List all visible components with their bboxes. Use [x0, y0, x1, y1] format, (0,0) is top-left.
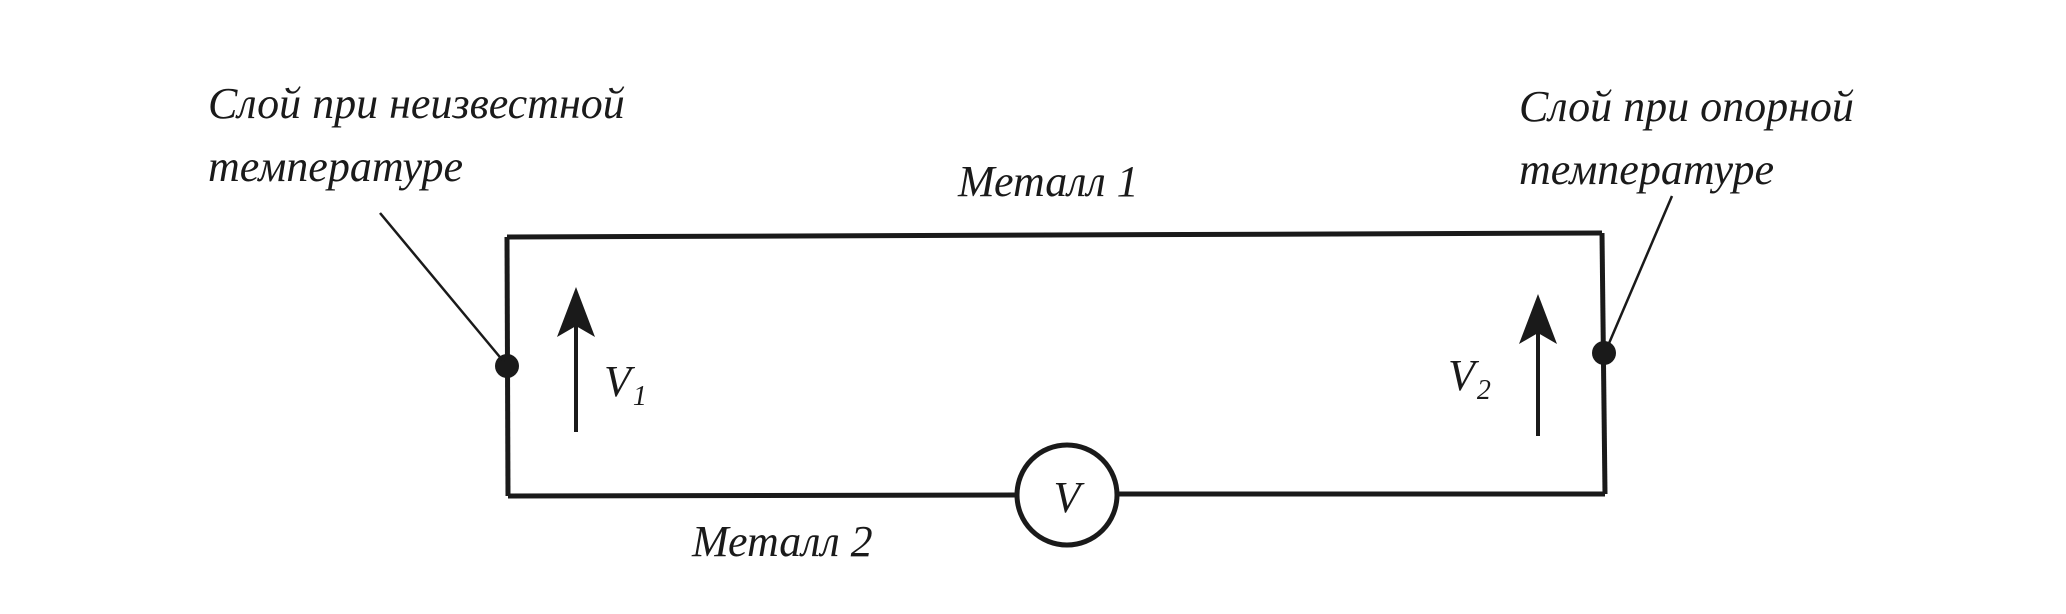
metal-1-wire — [506, 230, 1603, 240]
voltage-2-arrow-head — [1519, 294, 1557, 344]
reference-temperature-junction-label-line-2: температуре — [1519, 145, 1774, 194]
voltage-1-label: V1 — [604, 357, 647, 412]
voltmeter-symbol: V — [1054, 473, 1086, 522]
voltage-1-arrow — [557, 287, 595, 432]
right-junction-leader — [1605, 195, 1674, 349]
metal-1-label: Металл 1 — [957, 157, 1139, 206]
voltage-2-label: V2 — [1448, 351, 1491, 406]
metal-2-wire-left — [507, 492, 1018, 499]
circuit — [504, 230, 1608, 499]
metal-2-label: Металл 2 — [691, 517, 873, 566]
left-junction-node — [495, 354, 519, 378]
voltage-1-letter: V — [604, 357, 636, 406]
unknown-temperature-junction-label-line-2: температуре — [208, 142, 463, 191]
voltage-2-arrow — [1519, 294, 1557, 436]
left-junction-leader — [379, 212, 505, 363]
unknown-temperature-junction-label-line-1: Слой при неизвестной — [208, 79, 625, 128]
voltage-1-arrow-head — [557, 287, 595, 337]
voltmeter-circle — [1014, 442, 1120, 548]
voltage-2-letter: V — [1448, 351, 1480, 400]
voltmeter: V — [1014, 442, 1120, 548]
voltage-1-subscript: 1 — [633, 381, 647, 412]
right-junction-node — [1592, 341, 1616, 365]
voltage-2-subscript: 2 — [1477, 375, 1491, 406]
reference-temperature-junction-label-line-1: Слой при опорной — [1519, 82, 1854, 131]
